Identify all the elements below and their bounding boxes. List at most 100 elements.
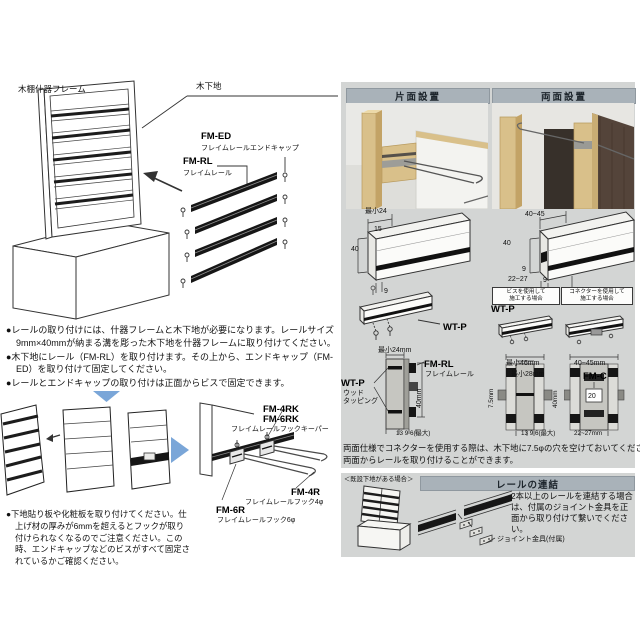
method-connector-box: コネクターを使用して 施工する場合 <box>561 287 633 305</box>
groove-rail-stripe <box>376 247 470 271</box>
dim-20: 20 <box>588 393 596 400</box>
instruction-item: ●木下地にレール（FM-RL）を取り付けます。その上から、エンドキャップ（FM-… <box>6 351 334 375</box>
frame-slat-lines <box>50 103 134 210</box>
right-arrow <box>171 437 189 463</box>
groove-double-drawing <box>529 211 635 295</box>
hook-detail-drawing <box>199 402 328 501</box>
photo-hook <box>516 122 634 160</box>
instruction-item: ●下地貼り板や化粧板を取り付けてください。仕上げ材の厚みが6mmを超えるとフック… <box>6 509 190 567</box>
method-connector-line2: 施工する場合 <box>580 295 614 302</box>
rail-code: FM-RL <box>183 156 213 167</box>
panel-with-rail <box>127 409 171 490</box>
wtp-screw-mark <box>388 410 402 414</box>
wtp-screw-mark <box>388 366 402 370</box>
connector <box>584 410 604 417</box>
method-screw-drawing <box>497 315 554 345</box>
double-side-header-label: 両面設置 <box>540 92 587 103</box>
rails <box>190 172 278 283</box>
connector <box>584 374 604 381</box>
end-cap-name: フレイムレールエンドキャップ <box>201 145 299 152</box>
groove-single-drawing <box>357 212 472 295</box>
rail-leader <box>217 165 248 187</box>
dim-15: 15 <box>374 226 382 233</box>
dim-min24mm: 最小24mm <box>378 347 412 354</box>
dim-min24: 最小24 <box>365 208 387 215</box>
method-connector-line1: コネクターを使用して <box>569 289 625 295</box>
single-side-photo <box>346 103 488 209</box>
double-side-photo <box>492 103 634 209</box>
wtp-screw-drawing <box>359 291 441 340</box>
section-wtp-name1: ウッド <box>343 390 364 397</box>
wtp2-label: WT-P <box>491 304 515 315</box>
joining-header-label: レールの連結 <box>495 479 559 491</box>
section-rail-code: FM-RL <box>424 359 454 370</box>
box-side-face <box>75 232 170 320</box>
frame-slat-grooves <box>50 107 134 206</box>
wall-corner <box>199 402 213 477</box>
hook-wires <box>243 445 328 477</box>
dimension-lines <box>373 352 425 434</box>
photo-wood-beam <box>499 116 517 209</box>
dim-min46mm: 最小46mm <box>506 360 540 367</box>
joining-header: レールの連結 <box>420 476 635 491</box>
dim-40: 40 <box>351 246 359 253</box>
wtp-iso-label: WT-P <box>443 322 467 333</box>
photo-rail <box>382 158 416 168</box>
photo-wood-beam <box>361 112 377 209</box>
hook6-code: FM-6R <box>216 505 246 516</box>
single-side-header: 片面設置 <box>346 88 490 104</box>
method-screw-line2: 施工する場合 <box>509 295 543 302</box>
dimension-lines <box>569 354 619 436</box>
down-arrow <box>93 391 120 402</box>
photo-dark-panel <box>544 129 574 209</box>
rail-joint-drawing <box>417 490 513 546</box>
endcap-screws <box>180 172 288 288</box>
section-wtp-name2: タッピング <box>343 398 378 405</box>
mini-frame-drawing <box>356 485 412 551</box>
instruction-item: ●レールとエンドキャップの取り付けは正面からビスで固定できます。 <box>6 378 290 389</box>
single-side-header-label: 片面設置 <box>394 92 441 103</box>
joining-text: 2本以上のレールを連結する場合は、付属のジョイント金具を正面から取り付けて繋いで… <box>511 491 633 534</box>
cover-panel <box>62 406 115 493</box>
rail-profile <box>409 363 416 373</box>
hook4-leader <box>295 471 315 489</box>
dimension-lines <box>505 354 545 436</box>
panel-sequence-drawing <box>0 404 189 496</box>
dim-40mm: 40mm <box>416 388 423 408</box>
rail-profile <box>409 407 416 417</box>
dimension-lines <box>357 214 393 295</box>
frame-assembly-drawing <box>12 80 338 320</box>
keeper-name: フレイムレールフックキーパー <box>231 426 329 433</box>
instructions-top: ●レールの取り付けには、什器フレームと木下地が必要になります。レールサイズ9mm… <box>6 324 336 391</box>
section-rail-name: フレイムレール <box>425 371 474 378</box>
dim-40b: 40 <box>503 240 511 247</box>
dim-40mm-r: 40mm <box>552 390 559 409</box>
assembly-arrow <box>151 176 183 192</box>
joint-fitting-label: ジョイント金具(付属) <box>497 536 565 543</box>
joint-plates <box>459 518 493 546</box>
keeper-screws <box>234 432 270 448</box>
existing-substrate-label: ＜既設下地がある場合＞ <box>344 476 414 483</box>
section-single-drawing <box>373 352 425 434</box>
dim-22-27mm: 22~27mm <box>574 430 603 437</box>
method-screw-box: ビスを使用して 施工する場合 <box>492 287 560 305</box>
dim-9: 9 <box>384 288 388 295</box>
hook6-name: フレイムレールフック6φ <box>217 517 296 524</box>
dim-1396-b: 13 9 6(最大) <box>521 430 556 437</box>
double-note-line2: 両面からレールを取り付けることができます。 <box>343 455 519 465</box>
rail-name: フレイムレール <box>183 170 232 177</box>
dim-min28mm: 最小28mm <box>511 371 545 378</box>
method-connector-drawing <box>564 315 625 345</box>
instructions-bottom: ●下地貼り板や化粧板を取り付けてください。仕上げ材の厚みが6mmを超えるとフック… <box>6 509 192 568</box>
hook6-leader <box>221 463 237 501</box>
hook4-name: フレイムレールフック4φ <box>245 499 324 506</box>
section-double-connector-drawing <box>564 354 625 436</box>
dim-75mm: 7.5mm <box>488 388 495 408</box>
dim-40-45: 40~45 <box>525 211 545 218</box>
dim-9a: 9 <box>522 266 526 273</box>
double-side-header: 両面設置 <box>492 88 636 104</box>
section-double-screw-drawing <box>497 354 553 436</box>
hook4-code: FM-4R <box>291 487 321 498</box>
keeper-leader <box>267 407 285 437</box>
section-wtp-code: WT-P <box>341 378 365 389</box>
